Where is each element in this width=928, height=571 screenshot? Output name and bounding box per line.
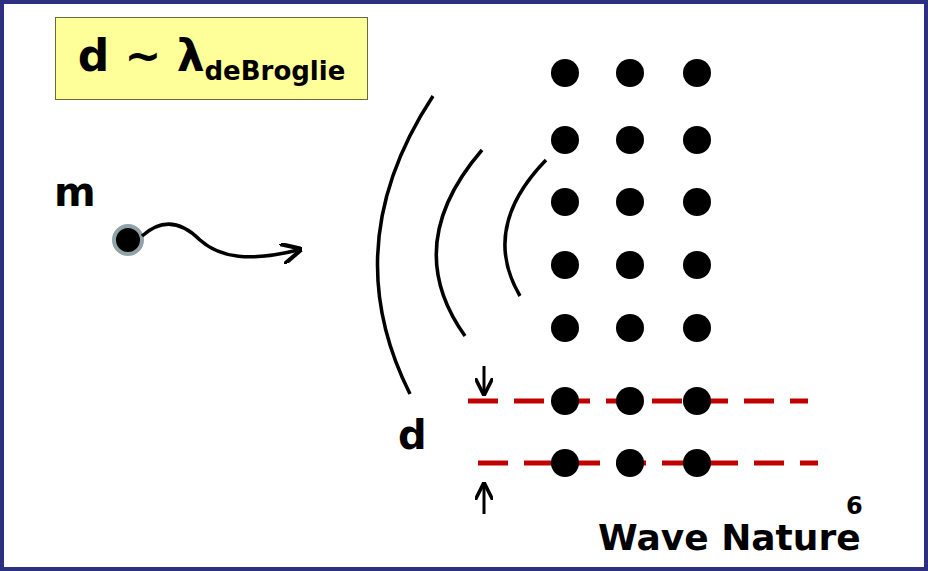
- lattice-atom: [551, 251, 579, 279]
- lattice-atom: [551, 59, 579, 87]
- crystal-lattice: [551, 59, 711, 477]
- lattice-atom: [616, 449, 644, 477]
- lattice-atom: [616, 251, 644, 279]
- lattice-atom: [551, 188, 579, 216]
- formula-box: d ~ λdeBroglie: [55, 17, 368, 100]
- lattice-atom: [683, 251, 711, 279]
- lattice-atom: [551, 449, 579, 477]
- motion-arrow: [142, 224, 298, 257]
- particle: [114, 226, 142, 254]
- formula-main: d ~ λ: [78, 30, 205, 81]
- lattice-atom: [551, 387, 579, 415]
- spacing-arrow: [483, 486, 486, 514]
- mass-label: m: [54, 172, 96, 212]
- lattice-atom: [683, 387, 711, 415]
- spacing-label: d: [398, 415, 427, 455]
- lattice-atom: [683, 314, 711, 342]
- wavefront: [377, 96, 433, 394]
- lattice-atom: [616, 59, 644, 87]
- lattice-plane: [478, 461, 818, 466]
- lattice-atom: [551, 314, 579, 342]
- lattice-atom: [683, 449, 711, 477]
- wavefront: [505, 160, 546, 296]
- formula-subscript: deBroglie: [205, 57, 346, 87]
- lattice-atom: [616, 387, 644, 415]
- spacing-arrow: [483, 366, 486, 392]
- lattice-atom: [683, 59, 711, 87]
- lattice-atom: [683, 188, 711, 216]
- lattice-atom: [616, 314, 644, 342]
- lattice-atom: [551, 126, 579, 154]
- lattice-atom: [616, 126, 644, 154]
- slide-number: 6: [846, 494, 863, 518]
- slide-caption: Wave Nature: [598, 520, 861, 556]
- lattice-atom: [683, 126, 711, 154]
- wavefront: [436, 150, 482, 336]
- lattice-atom: [616, 188, 644, 216]
- formula: d ~ λdeBroglie: [78, 30, 346, 86]
